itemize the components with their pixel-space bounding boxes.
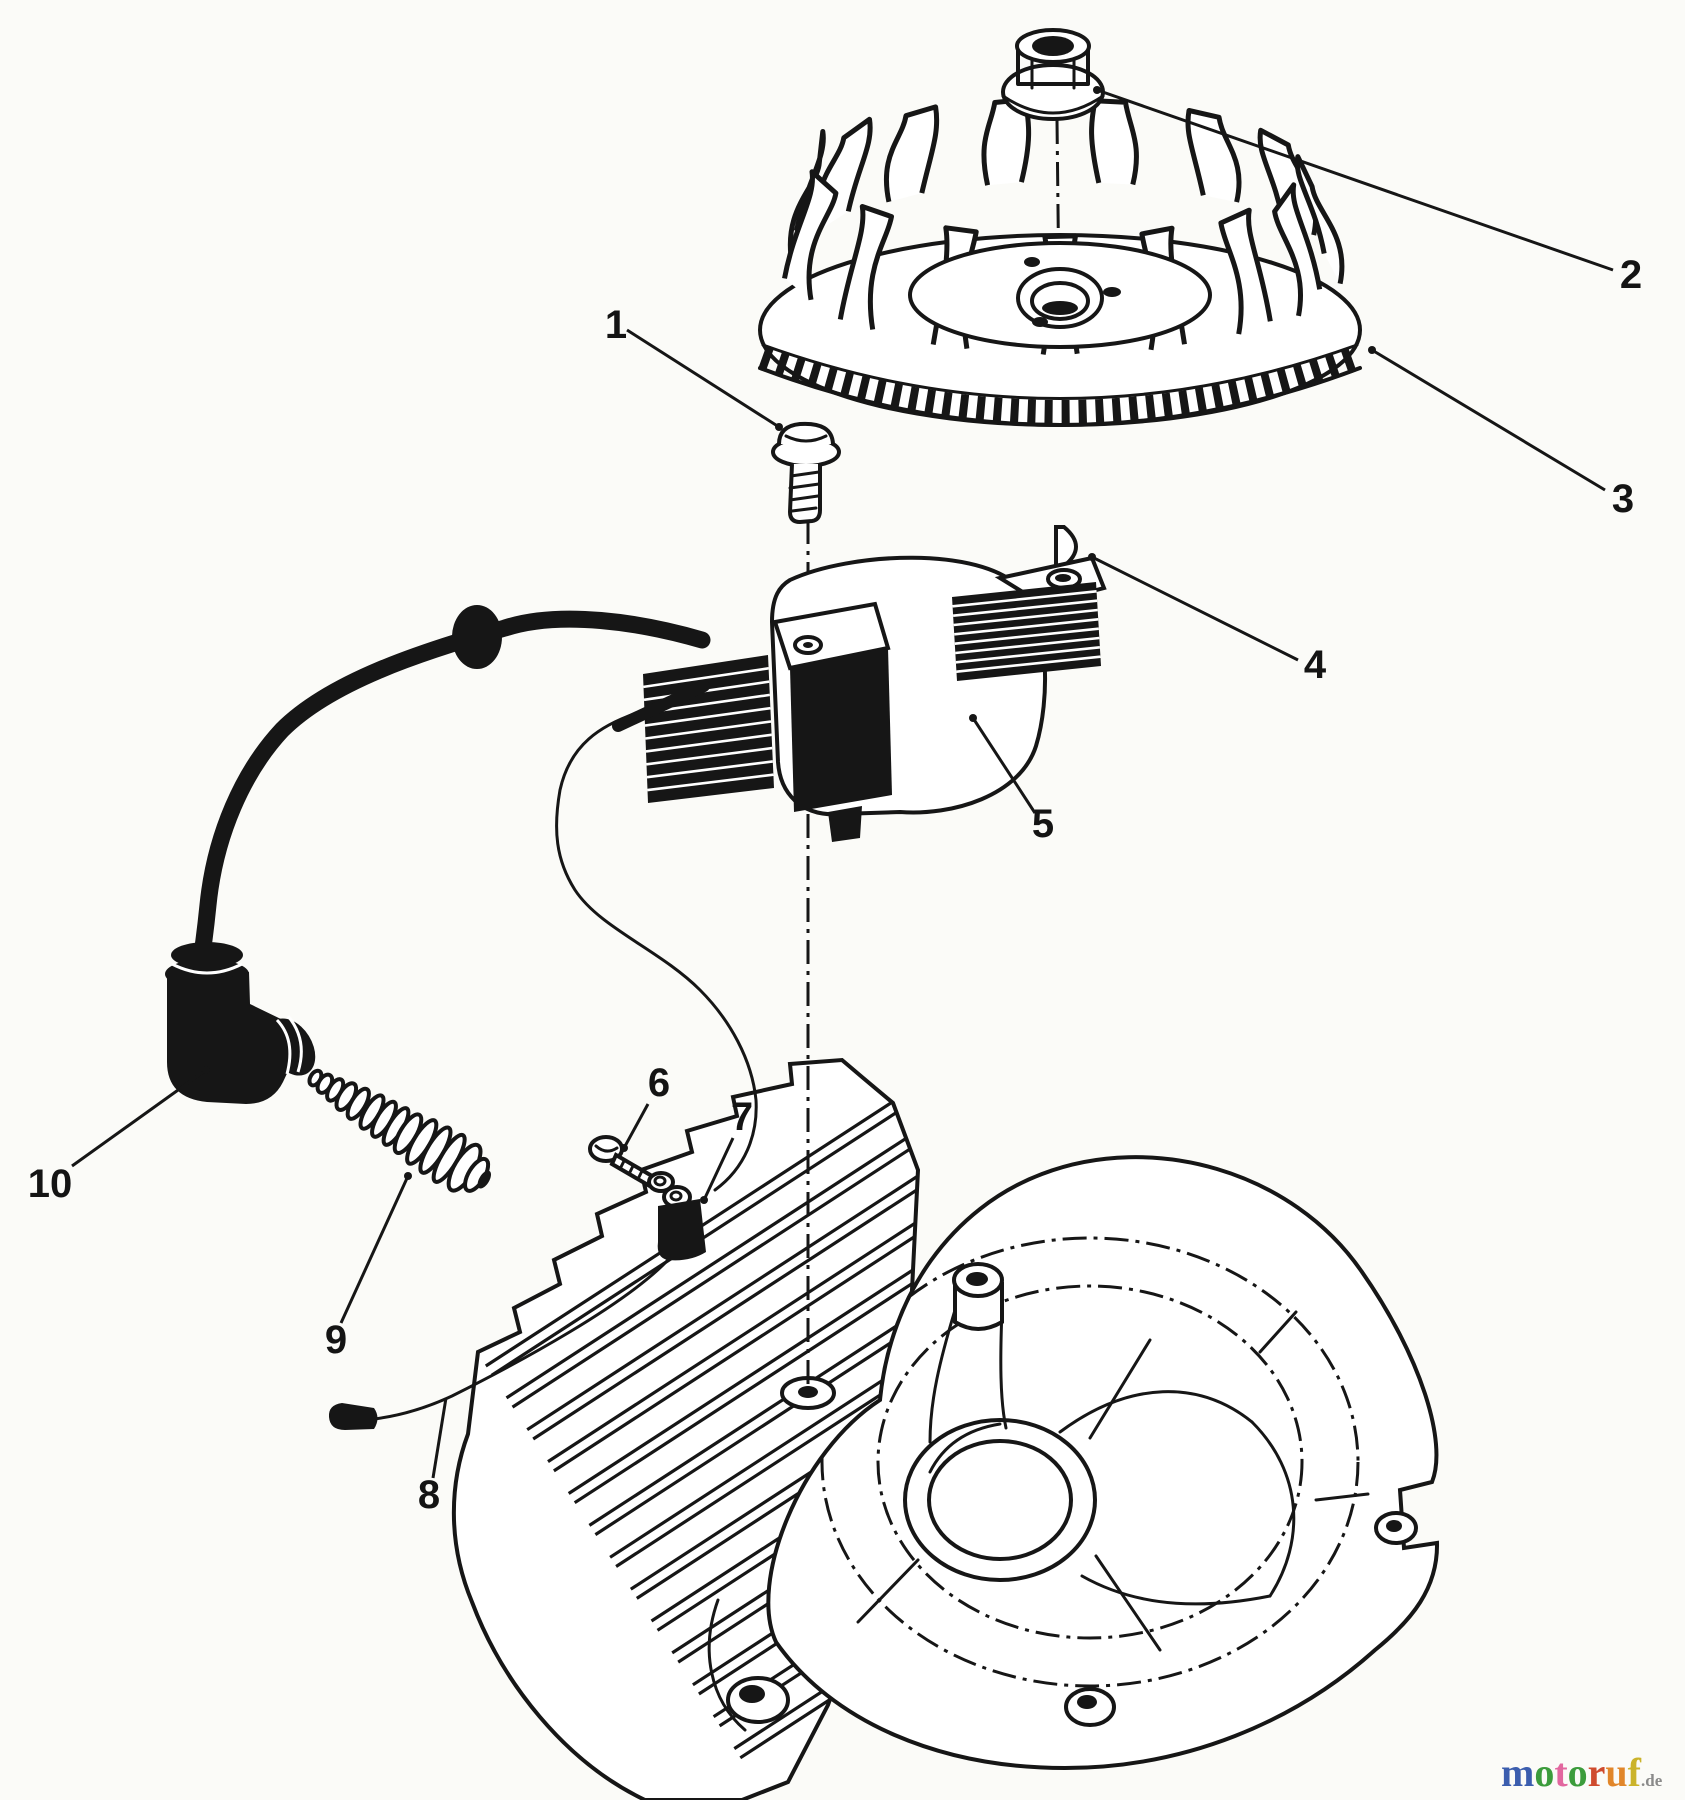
wire-grommet <box>452 605 502 669</box>
flywheel <box>757 97 1363 427</box>
housing-foot-boss <box>1064 1687 1116 1727</box>
svg-text:9: 9 <box>325 1318 347 1362</box>
callout-5: 5 <box>969 714 1054 846</box>
ground-terminal <box>657 1185 706 1261</box>
watermark-logo: motoruf.de <box>1501 1750 1663 1795</box>
mounting-screw <box>771 421 841 525</box>
svg-text:6: 6 <box>648 1061 670 1105</box>
svg-text:2: 2 <box>1620 253 1642 297</box>
callout-6: 6 <box>620 1061 670 1152</box>
ignition-coil <box>643 555 1107 842</box>
svg-text:10: 10 <box>28 1162 73 1206</box>
callout-4: 4 <box>1088 553 1327 687</box>
housing-mount-boss <box>952 1262 1004 1331</box>
flange-nut <box>1001 28 1105 121</box>
callout-9: 9 <box>325 1172 412 1362</box>
callout-8: 8 <box>418 1397 448 1517</box>
callout-10: 10 <box>28 1066 210 1206</box>
cylinder-bolt-boss <box>780 1376 836 1410</box>
svg-text:3: 3 <box>1612 477 1634 521</box>
svg-text:7: 7 <box>731 1095 753 1139</box>
svg-text:1: 1 <box>605 303 627 347</box>
blower-housing-base <box>707 1155 1440 1770</box>
watermark-suffix: .de <box>1641 1771 1663 1790</box>
terminal-screw <box>588 1135 675 1193</box>
svg-text:4: 4 <box>1304 643 1327 687</box>
wire-spade-connector <box>328 1403 378 1430</box>
spark-plug-wire <box>189 605 711 989</box>
svg-text:5: 5 <box>1032 802 1054 846</box>
spark-plug-boot <box>165 942 316 1104</box>
callout-1: 1 <box>605 303 783 431</box>
spark-plug <box>307 1068 491 1193</box>
coil-lamination-right <box>952 582 1101 681</box>
ring-gear-teeth <box>757 346 1363 424</box>
callout-2: 2 <box>1093 86 1642 297</box>
watermark-text: motoruf.de <box>1501 1750 1663 1795</box>
callout-3: 3 <box>1368 346 1634 521</box>
ground-wire <box>328 680 758 1430</box>
callout-7: 7 <box>700 1095 753 1204</box>
housing-foot-boss <box>726 1676 790 1724</box>
svg-text:8: 8 <box>418 1473 440 1517</box>
coil-mount-front <box>790 648 892 812</box>
flywheel-hub <box>908 241 1212 349</box>
housing-side-boss <box>1374 1511 1418 1545</box>
callouts: 1 2 3 4 5 6 7 <box>28 86 1642 1517</box>
